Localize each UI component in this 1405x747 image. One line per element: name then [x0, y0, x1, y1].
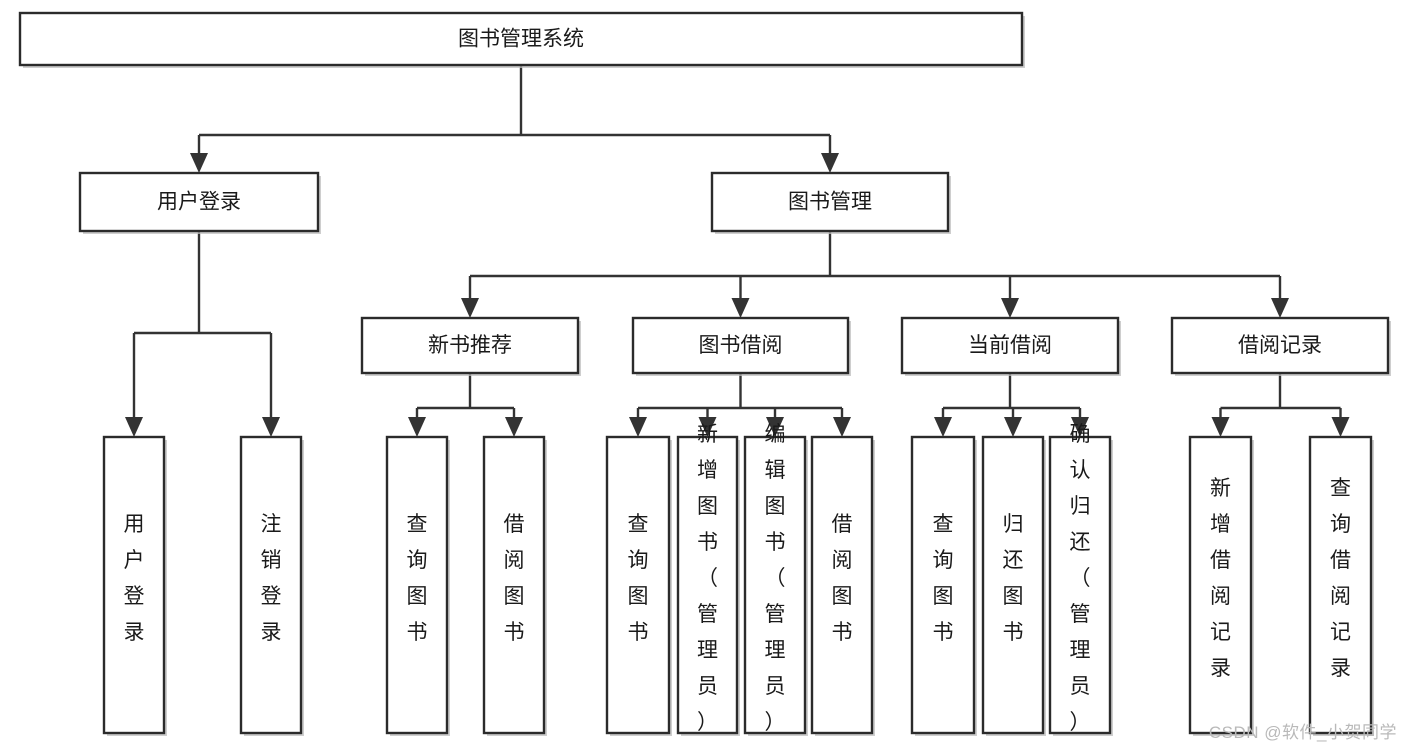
- node-label: 查询图书: [628, 513, 649, 644]
- node-new-book-recommend[interactable]: 新书推荐: [360, 316, 581, 376]
- arrow-head-icon: [833, 417, 851, 437]
- arrow-head-icon: [698, 417, 717, 437]
- node-leaf-query-borrow-record[interactable]: 查询借阅记录: [1308, 435, 1374, 736]
- connector-record-to-leaves: [1211, 373, 1350, 437]
- node-label: 编辑图书（管理员）: [765, 423, 786, 734]
- node-leaf-query-book-recommend[interactable]: 查询图书: [385, 435, 450, 736]
- arrow-head-icon: [505, 417, 523, 437]
- node-label: 当前借阅: [968, 334, 1052, 357]
- node-leaf-query-book-borrow[interactable]: 查询图书: [605, 435, 672, 736]
- connector-current-to-leaves: [934, 373, 1089, 437]
- node-leaf-borrow-book-recommend[interactable]: 借阅图书: [482, 435, 547, 736]
- watermark-label: CSDN @软件_小贺同学: [1208, 723, 1397, 742]
- arrow-head-icon: [408, 417, 426, 437]
- node-label: 用户登录: [157, 191, 241, 214]
- node-leaf-confirm-return[interactable]: 确认归还（管理员）: [1048, 423, 1113, 736]
- arrow-head-icon: [1331, 417, 1350, 437]
- arrow-head-icon: [1211, 417, 1230, 437]
- arrow-head-icon: [262, 417, 280, 437]
- node-label: 图书管理系统: [458, 28, 584, 51]
- arrow-head-icon: [731, 298, 750, 318]
- arrow-head-icon: [190, 153, 208, 173]
- arrow-head-icon: [766, 417, 784, 437]
- arrow-head-icon: [1271, 298, 1289, 318]
- node-current-borrow[interactable]: 当前借阅: [900, 316, 1121, 376]
- arrow-head-icon: [461, 298, 479, 318]
- node-leaf-add-book[interactable]: 新增图书（管理员）: [676, 423, 740, 736]
- node-root-root[interactable]: 图书管理系统: [18, 11, 1025, 68]
- node-book-borrow[interactable]: 图书借阅: [631, 316, 851, 376]
- node-label: 用户登录: [124, 513, 145, 644]
- node-leaf-query-book-current[interactable]: 查询图书: [910, 435, 977, 736]
- connector-recommend-to-leaves: [408, 373, 523, 437]
- nodes-layer: 图书管理系统用户登录图书管理新书推荐图书借阅当前借阅借阅记录用户登录注销登录查询…: [18, 11, 1391, 736]
- arrow-head-icon: [629, 417, 647, 437]
- arrow-head-icon: [1004, 417, 1022, 437]
- node-leaf-borrow-book[interactable]: 借阅图书: [810, 435, 875, 736]
- connector-book-manage-to-level3: [461, 231, 1289, 318]
- node-borrow-record[interactable]: 借阅记录: [1170, 316, 1391, 376]
- connector-root-to-level2: [190, 65, 839, 173]
- node-label: 查询图书: [933, 513, 954, 644]
- node-label: 确认归还（管理员）: [1070, 423, 1091, 734]
- node-user-login[interactable]: 用户登录: [78, 171, 321, 234]
- node-label: 新增图书（管理员）: [697, 423, 718, 734]
- arrow-head-icon: [821, 153, 839, 173]
- node-label: 借阅记录: [1238, 334, 1322, 357]
- connector-user-login-to-leaves: [125, 231, 280, 437]
- connector-borrow-to-leaves: [629, 373, 851, 437]
- node-label: 借阅图书: [832, 513, 853, 644]
- node-label: 归还图书: [1003, 513, 1024, 644]
- node-leaf-return-book[interactable]: 归还图书: [981, 435, 1046, 736]
- node-label: 新增借阅记录: [1210, 477, 1231, 680]
- arrow-head-icon: [125, 417, 143, 437]
- node-label: 借阅图书: [504, 513, 525, 644]
- node-label: 新书推荐: [428, 334, 512, 357]
- connectors-layer: [125, 65, 1350, 437]
- node-label: 查询借阅记录: [1330, 477, 1351, 680]
- node-leaf-edit-book[interactable]: 编辑图书（管理员）: [743, 423, 808, 736]
- node-label: 图书管理: [788, 191, 872, 214]
- node-label: 查询图书: [407, 513, 428, 644]
- arrow-head-icon: [934, 417, 952, 437]
- node-leaf-logout-login[interactable]: 注销登录: [239, 435, 304, 736]
- node-leaf-user-login[interactable]: 用户登录: [102, 435, 167, 736]
- node-leaf-add-borrow-record[interactable]: 新增借阅记录: [1188, 435, 1254, 736]
- node-label: 注销登录: [261, 513, 282, 644]
- node-book-manage[interactable]: 图书管理: [710, 171, 951, 234]
- arrow-head-icon: [1071, 417, 1089, 437]
- arrow-head-icon: [1001, 298, 1019, 318]
- node-label: 图书借阅: [699, 334, 783, 357]
